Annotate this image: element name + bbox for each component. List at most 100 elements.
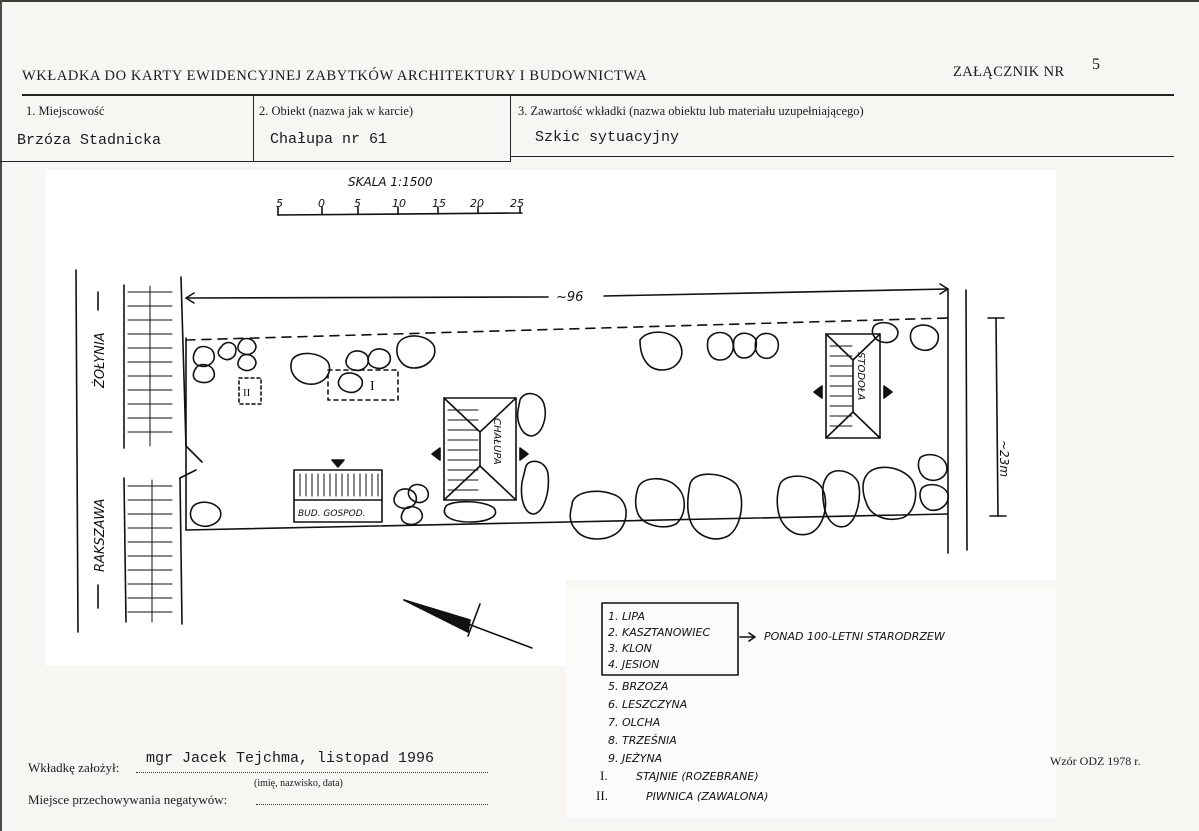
- header-rule-top: [22, 94, 1174, 96]
- tree-alder: [917, 453, 948, 482]
- form-pattern: Wzór ODZ 1978 r.: [1050, 754, 1141, 768]
- tree-hazel: [516, 392, 547, 437]
- width-dimension-label: ~96: [556, 290, 583, 305]
- legend-structure-mark: I.: [600, 768, 608, 783]
- tree-birch: [407, 483, 430, 504]
- tree-hazel: [443, 500, 497, 523]
- tree-hazel: [520, 460, 550, 515]
- tree-alder: [909, 324, 940, 352]
- tree-clump: [732, 332, 758, 359]
- header-rule-bottom-left: [0, 161, 510, 162]
- storage-label: Miejsce przechowywania negatywów:: [28, 792, 228, 807]
- author-hint: (imię, nazwisko, data): [254, 778, 343, 789]
- tree-birch: [192, 363, 216, 384]
- legend-item: 5. BRZOZA: [608, 680, 668, 693]
- legend-item: 4. JESION: [608, 658, 659, 671]
- annex-label: ZAŁĄCZNIK NR: [953, 64, 1065, 80]
- plot-boundary: [185, 289, 968, 554]
- legend-structure-mark: II.: [596, 788, 608, 803]
- object-label: 2. Obiekt (nazwa jak w karcie): [259, 104, 414, 118]
- author-value: mgr Jacek Tejchma, listopad 1996: [146, 750, 435, 767]
- cottage: CHAŁUPA: [431, 397, 529, 501]
- form-title: WKŁADKA DO KARTY EWIDENCYJNEJ ZABYTKÓW A…: [22, 68, 648, 84]
- locality-label: 1. Miejscowość: [26, 104, 105, 118]
- scale-title: SKALA 1:1500: [348, 175, 433, 189]
- scale-tick: 5: [354, 197, 361, 210]
- trees-north-row: [192, 321, 940, 394]
- tree-linden: [862, 466, 917, 520]
- barn-label: STODOŁA: [855, 352, 866, 401]
- tree-alder: [871, 321, 899, 344]
- legend-old-trees-note: PONAD 100-LETNI STARODRZEW: [764, 630, 946, 643]
- tree-hazel: [290, 352, 331, 385]
- tree-jesion: [639, 331, 683, 371]
- tree-maple: [569, 490, 627, 540]
- contents-label: 3. Zawartość wkładki (nazwa obiektu lub …: [518, 104, 864, 118]
- locality-value: Brzóza Stadnicka: [17, 132, 162, 149]
- tree-ash: [821, 470, 861, 528]
- tree-birch: [237, 337, 257, 356]
- annex-number: 5: [1092, 56, 1100, 73]
- tree-clump: [706, 331, 735, 361]
- legend-structure: PIWNICA (ZAWALONA): [646, 790, 768, 803]
- scale-tick: 5: [276, 197, 283, 210]
- former-stables: I: [327, 369, 399, 401]
- tree-birch: [400, 505, 424, 526]
- author-dotted-line: [136, 772, 488, 773]
- tree-birch: [192, 345, 216, 368]
- scale-tick: 25: [510, 197, 524, 210]
- outbuilding-label: BUD. GOSPOD.: [298, 509, 366, 519]
- scale-tick: 15: [432, 197, 446, 210]
- header-rule-bottom-right: [510, 156, 1174, 157]
- legend-item: 3. KLON: [608, 642, 652, 655]
- legend: 1. LIPA 2. KASZTANOWIEC 3. KLON 4. JESIO…: [596, 602, 946, 803]
- tree-birch: [337, 372, 364, 394]
- cellar-mark: II: [243, 387, 251, 399]
- north-arrow: [403, 599, 533, 649]
- tree-linden: [634, 477, 686, 528]
- tree-birch: [189, 501, 222, 528]
- stables-mark: I: [370, 379, 375, 394]
- legend-item: 1. LIPA: [608, 610, 645, 623]
- tree-clump: [754, 332, 780, 360]
- tree-alder: [919, 483, 950, 512]
- legend-item: 8. TRZEŚNIA: [608, 734, 677, 747]
- legend-item: 6. LESZCZYNA: [608, 698, 687, 711]
- road: [75, 269, 203, 633]
- width-dimension: ~96: [185, 283, 949, 305]
- barn: STODOŁA: [813, 333, 893, 439]
- page-edge-top: [0, 0, 1199, 2]
- scale-tick: 10: [392, 197, 406, 210]
- legend-paper: [566, 588, 1056, 818]
- legend-item: 9. JEŻYNA: [608, 752, 662, 765]
- tree-birch: [367, 348, 392, 370]
- scale-tick: 20: [470, 197, 484, 210]
- tree-chestnut: [776, 475, 827, 536]
- outbuilding: BUD. GOSPOD.: [293, 459, 383, 523]
- tree-birch: [217, 341, 237, 361]
- tree-birch: [393, 488, 418, 510]
- contents-value: Szkic sytuacyjny: [535, 129, 680, 146]
- road-label-north: ŻOŁYNIA: [92, 332, 108, 389]
- sketch-paper-lower: [46, 580, 566, 666]
- author-label: Wkładkę założył:: [28, 760, 120, 775]
- scale-tick: 0: [318, 197, 325, 210]
- tree-birch: [237, 353, 257, 372]
- tree-hazel: [396, 335, 436, 369]
- object-value: Chałupa nr 61: [270, 131, 388, 148]
- legend-item: 2. KASZTANOWIEC: [608, 626, 710, 639]
- cottage-label: CHAŁUPA: [491, 418, 502, 465]
- tree-maple: [686, 473, 743, 540]
- legend-item: 7. OLCHA: [608, 716, 660, 729]
- legend-structure: STAJNIE (ROZEBRANE): [636, 770, 759, 783]
- trees-middle: [189, 392, 550, 528]
- collapsed-cellar: II: [238, 377, 262, 405]
- road-label-south: RAKSZAWA: [93, 499, 108, 572]
- roadside-hatching: [127, 285, 173, 623]
- depth-dimension-label: ~23m: [997, 440, 1011, 477]
- column-divider-2: [510, 96, 511, 162]
- depth-dimension: ~23m: [987, 317, 1011, 517]
- storage-dotted-line: [256, 804, 488, 805]
